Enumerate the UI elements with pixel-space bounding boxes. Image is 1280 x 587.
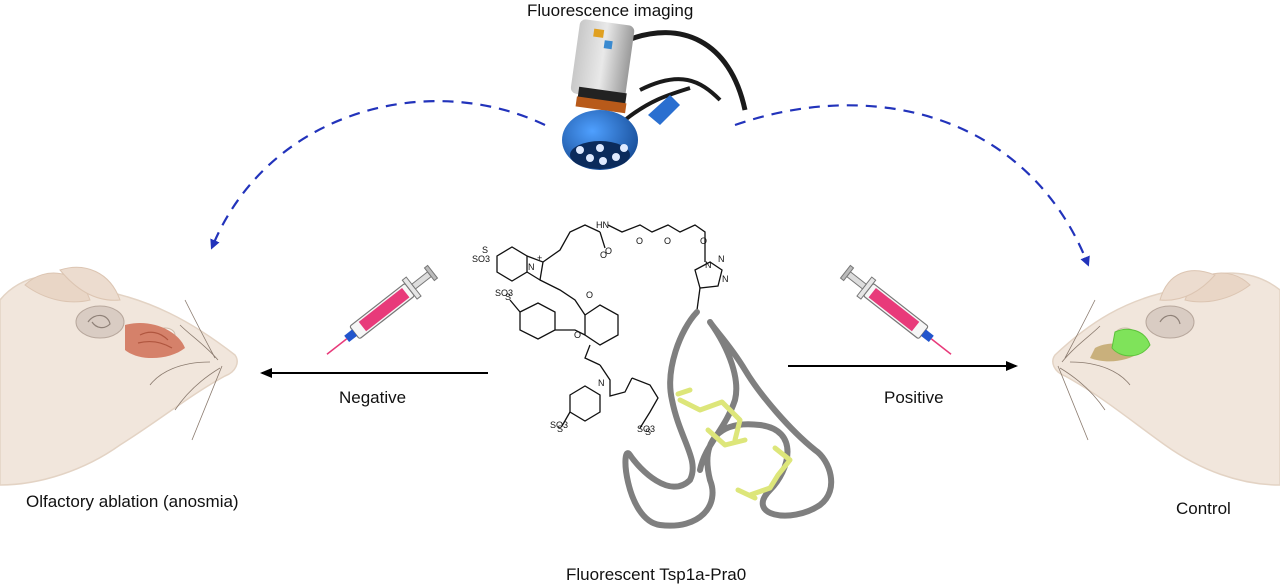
svg-text:N: N bbox=[722, 274, 729, 284]
svg-text:SO3: SO3 bbox=[472, 254, 490, 264]
svg-text:S: S bbox=[645, 427, 651, 437]
negative-label: Negative bbox=[339, 388, 407, 407]
right-mouse-caption: Control bbox=[1176, 499, 1231, 518]
svg-text:SO3: SO3 bbox=[550, 420, 568, 430]
svg-text:+: + bbox=[537, 253, 542, 263]
svg-text:SO3: SO3 bbox=[637, 424, 655, 434]
svg-text:S: S bbox=[557, 424, 563, 434]
svg-text:O: O bbox=[574, 330, 581, 340]
mouse-head-icon-right bbox=[1052, 270, 1280, 486]
svg-text:N: N bbox=[705, 260, 712, 270]
imaging-label: Fluorescence imaging bbox=[527, 1, 694, 20]
svg-text:HN: HN bbox=[596, 220, 609, 230]
svg-text:O: O bbox=[605, 246, 612, 256]
syringe-icon-left bbox=[326, 264, 439, 355]
chemical-structure bbox=[496, 224, 723, 429]
positive-label: Positive bbox=[884, 388, 944, 407]
svg-text:S: S bbox=[505, 292, 511, 302]
svg-text:O: O bbox=[664, 236, 671, 246]
svg-text:O: O bbox=[586, 290, 593, 300]
left-mouse-caption: Olfactory ablation (anosmia) bbox=[26, 492, 239, 511]
svg-text:N: N bbox=[598, 378, 605, 388]
svg-text:N: N bbox=[528, 262, 535, 272]
molecule-caption: Fluorescent Tsp1a-Pra0 bbox=[566, 565, 747, 584]
peptide-structure bbox=[622, 309, 835, 529]
dashed-arrow-right bbox=[734, 104, 1090, 267]
svg-text:O: O bbox=[636, 236, 643, 246]
svg-text:S: S bbox=[482, 245, 488, 255]
dashed-arrow-left bbox=[210, 100, 546, 250]
chemical-labels: HN O O O O N N N N + N O O O S S S S SO3… bbox=[472, 220, 729, 437]
svg-text:O: O bbox=[700, 236, 707, 246]
svg-text:N: N bbox=[718, 254, 725, 264]
svg-text:O: O bbox=[600, 250, 607, 260]
mouse-head-icon-left bbox=[0, 266, 238, 486]
svg-text:SO3: SO3 bbox=[495, 288, 513, 298]
fluorescence-camera-icon bbox=[562, 19, 748, 170]
syringe-icon-right bbox=[839, 264, 952, 355]
